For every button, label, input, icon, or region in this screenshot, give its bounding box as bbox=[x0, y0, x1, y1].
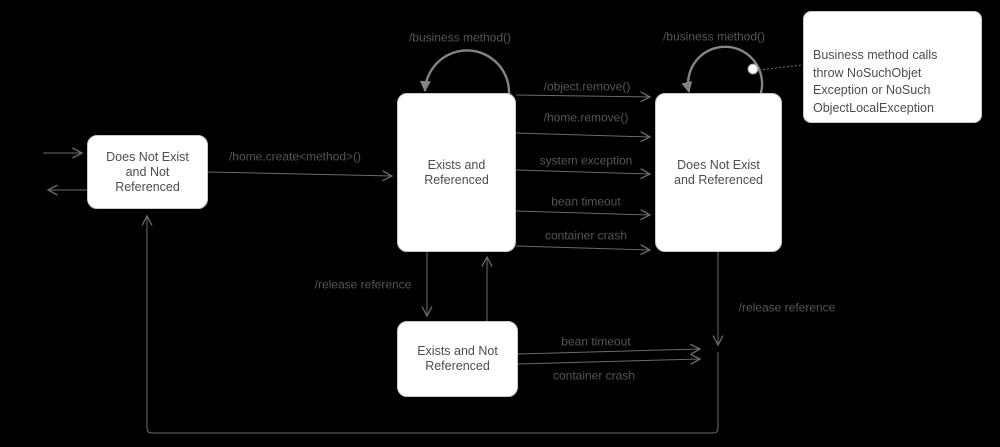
note-connector-line bbox=[758, 64, 803, 71]
state-label-line: Referenced bbox=[115, 179, 180, 194]
state-exists-and-referenced: Exists and Referenced bbox=[397, 93, 516, 252]
edge-label-system-exception: system exception bbox=[539, 153, 633, 168]
note-business-method-exception: Business method calls throw NoSuchObjet … bbox=[803, 11, 982, 123]
edge-system-exception bbox=[515, 168, 652, 180]
self-loop-not-exist-referenced bbox=[681, 45, 764, 97]
edge-label-container-crash: container crash bbox=[544, 228, 628, 243]
edge-return-to-not-exist bbox=[141, 214, 719, 434]
state-exists-and-not-referenced: Exists and Not Referenced bbox=[397, 321, 518, 397]
edge-label-business-method-mid: /business method() bbox=[408, 30, 512, 45]
edge-label-container-crash-bottom: container crash bbox=[552, 368, 636, 383]
self-loop-exists-referenced bbox=[419, 49, 511, 95]
edge-label-release-reference-left: /release reference bbox=[314, 277, 412, 292]
note-line: Business method calls bbox=[813, 48, 938, 62]
state-does-not-exist-not-referenced: Does Not Exist and Not Referenced bbox=[87, 135, 208, 209]
note-line: throw NoSuchObjet bbox=[813, 65, 922, 80]
state-label-line: Does Not Exist bbox=[106, 149, 189, 164]
edge-label-bean-timeout: bean timeout bbox=[551, 194, 621, 209]
state-label-line: Referenced bbox=[425, 359, 490, 373]
edge-bean-timeout-bottom bbox=[517, 343, 702, 355]
state-does-not-exist-and-referenced: Does Not Exist and Referenced bbox=[655, 93, 782, 252]
edge-home-create bbox=[207, 170, 394, 182]
edge-container-crash bbox=[515, 244, 652, 256]
state-label-line: and Not bbox=[125, 164, 170, 179]
edge-label-bean-timeout-bottom: bean timeout bbox=[561, 334, 631, 349]
edge-label-object-remove: /object.remove() bbox=[543, 79, 631, 94]
state-label-line: Does Not Exist bbox=[677, 157, 760, 172]
state-label-line: Exists and Not bbox=[417, 344, 498, 358]
state-label-line: and Referenced bbox=[674, 172, 763, 187]
edge-label-business-method-right: /business method() bbox=[662, 29, 766, 44]
edge-bean-timeout bbox=[515, 209, 652, 221]
state-label-line: Exists and bbox=[427, 157, 486, 172]
edge-object-remove bbox=[515, 91, 652, 103]
note-anchor-dot bbox=[747, 63, 759, 75]
edge-container-crash-bottom bbox=[517, 353, 702, 365]
edge-label-home-create: /home.create<method>() bbox=[228, 149, 362, 164]
edge-home-remove bbox=[515, 131, 652, 143]
note-line: ObjectLocalException bbox=[813, 100, 934, 115]
edge-label-release-reference-right: /release reference bbox=[738, 300, 836, 315]
state-label-line: Referenced bbox=[424, 172, 489, 187]
note-line: Exception or NoSuch bbox=[813, 83, 931, 97]
edge-label-home-remove: /home.remove() bbox=[543, 110, 629, 125]
